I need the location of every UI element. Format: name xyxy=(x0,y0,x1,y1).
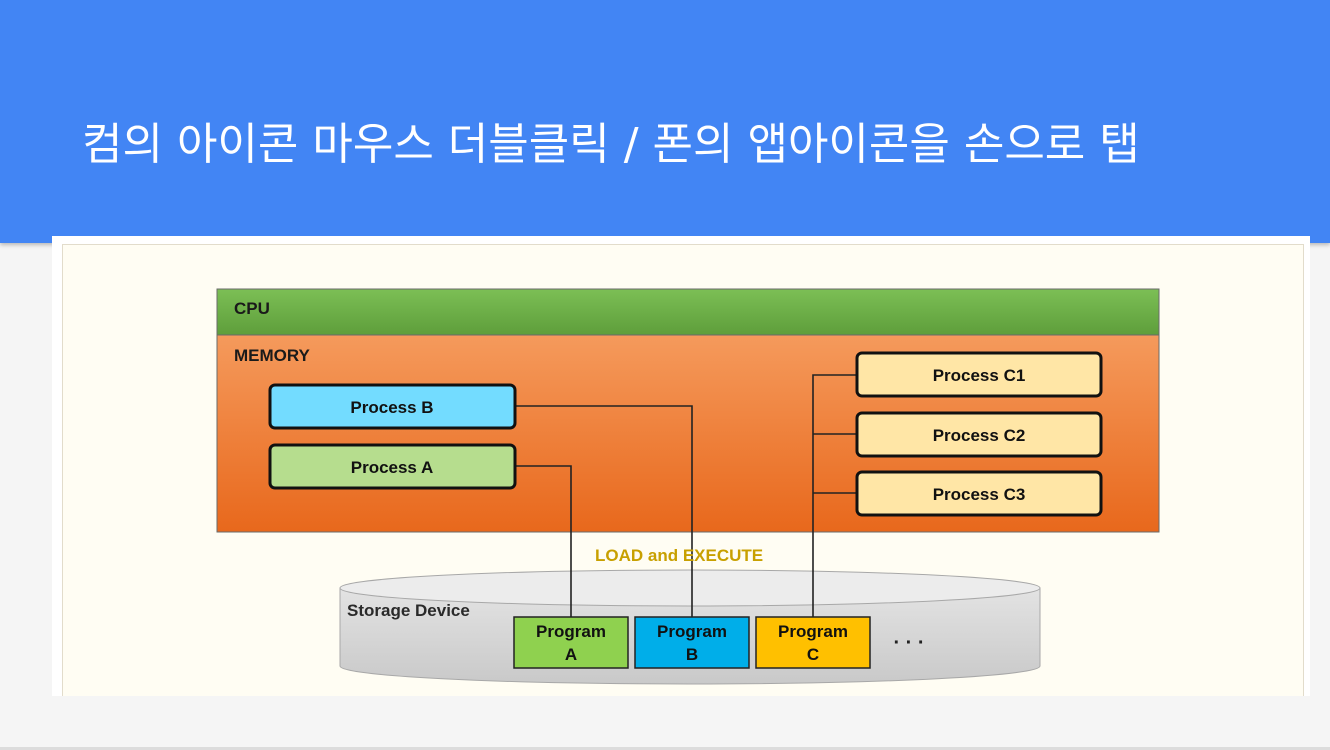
process-c2-box xyxy=(855,411,1103,458)
program-b-box xyxy=(634,616,750,669)
program-b-label-line1: Program xyxy=(657,622,727,641)
slide-bottom-divider xyxy=(0,747,1330,750)
slide-title: 컴의 아이콘 마우스 더블클릭 / 폰의 앱아이콘을 손으로 탭 xyxy=(82,119,1140,170)
process-c3-box xyxy=(855,470,1103,517)
connector-process-c xyxy=(812,374,857,618)
program-a-label-line2: A xyxy=(565,645,577,664)
connector-process-b xyxy=(515,405,693,618)
more-programs-ellipsis: · · · xyxy=(893,632,924,654)
process-diagram: CPU MEMORY Storage Device LOAD and EXECU… xyxy=(216,288,1160,685)
diagram-figure: CPU MEMORY Storage Device LOAD and EXECU… xyxy=(52,236,1310,696)
process-a-box xyxy=(268,443,517,490)
program-c-label-line1: Program xyxy=(778,622,848,641)
process-a-label: Process A xyxy=(351,458,434,477)
process-b-box xyxy=(268,383,517,430)
program-a-box xyxy=(513,616,629,669)
cpu-label: CPU xyxy=(234,299,270,318)
program-c-label-line2: C xyxy=(807,645,819,664)
program-c-box xyxy=(755,616,871,669)
process-c2-label: Process C2 xyxy=(933,426,1026,445)
process-c3-label: Process C3 xyxy=(933,485,1026,504)
storage-top xyxy=(339,569,1041,607)
memory-label: MEMORY xyxy=(234,346,311,365)
connector-process-a xyxy=(515,465,572,618)
load-execute-label: LOAD and EXECUTE xyxy=(595,546,763,565)
program-a-label-line1: Program xyxy=(536,622,606,641)
process-c1-box xyxy=(855,351,1103,398)
storage-label: Storage Device xyxy=(347,601,470,620)
program-b-label-line2: B xyxy=(686,645,698,664)
slide-header: 컴의 아이콘 마우스 더블클릭 / 폰의 앱아이콘을 손으로 탭 xyxy=(0,0,1330,243)
cpu-block xyxy=(216,288,1160,336)
process-b-label: Process B xyxy=(350,398,433,417)
process-c1-label: Process C1 xyxy=(933,366,1026,385)
